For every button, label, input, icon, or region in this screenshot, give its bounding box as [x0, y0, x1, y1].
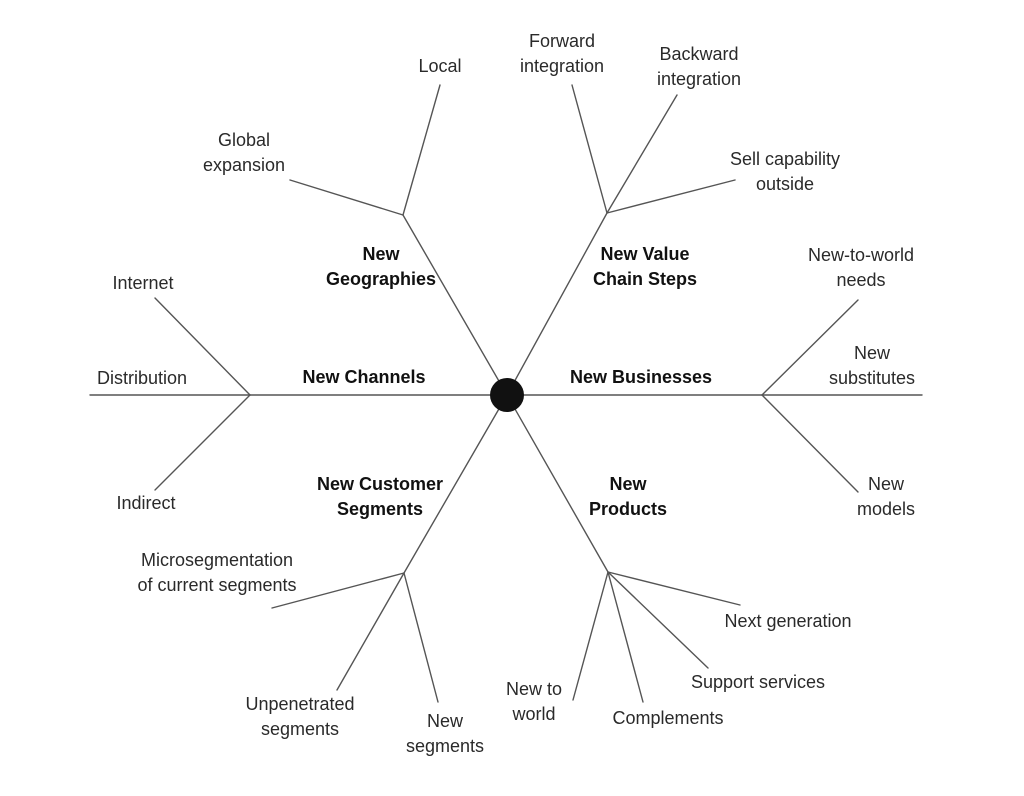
- line-newtoworld: [572, 571, 609, 701]
- line-local: [402, 84, 441, 216]
- line-sell: [606, 179, 736, 214]
- label-distribution: Distribution: [96, 368, 188, 388]
- branch-title-channels: New Channels: [302, 367, 426, 387]
- hub-node: [490, 378, 524, 412]
- label-indirect: Indirect: [116, 493, 176, 513]
- spoke-products: [506, 394, 609, 573]
- spoke-value-chain: [506, 212, 608, 396]
- line-backward: [606, 94, 678, 214]
- line-models: [761, 394, 859, 493]
- line-internet: [154, 297, 251, 396]
- line-newseg: [403, 572, 439, 703]
- label-next-generation: Next generation: [724, 611, 852, 631]
- spoke-customer-segments: [403, 394, 508, 574]
- label-support-services: Support services: [690, 672, 826, 692]
- line-micro: [271, 572, 405, 609]
- spoke-geographies: [402, 214, 508, 396]
- line-global: [289, 179, 404, 216]
- line-nextgen: [607, 571, 741, 606]
- line-support: [607, 571, 709, 669]
- label-local: Local: [418, 56, 462, 76]
- line-complements: [607, 571, 644, 703]
- label-complements: Complements: [612, 708, 724, 728]
- line-indirect: [154, 394, 251, 491]
- line-needs: [761, 299, 859, 396]
- line-forward: [571, 84, 608, 214]
- line-unpenetrated: [336, 572, 405, 691]
- branch-title-businesses: New Businesses: [569, 367, 713, 387]
- label-internet: Internet: [112, 273, 174, 293]
